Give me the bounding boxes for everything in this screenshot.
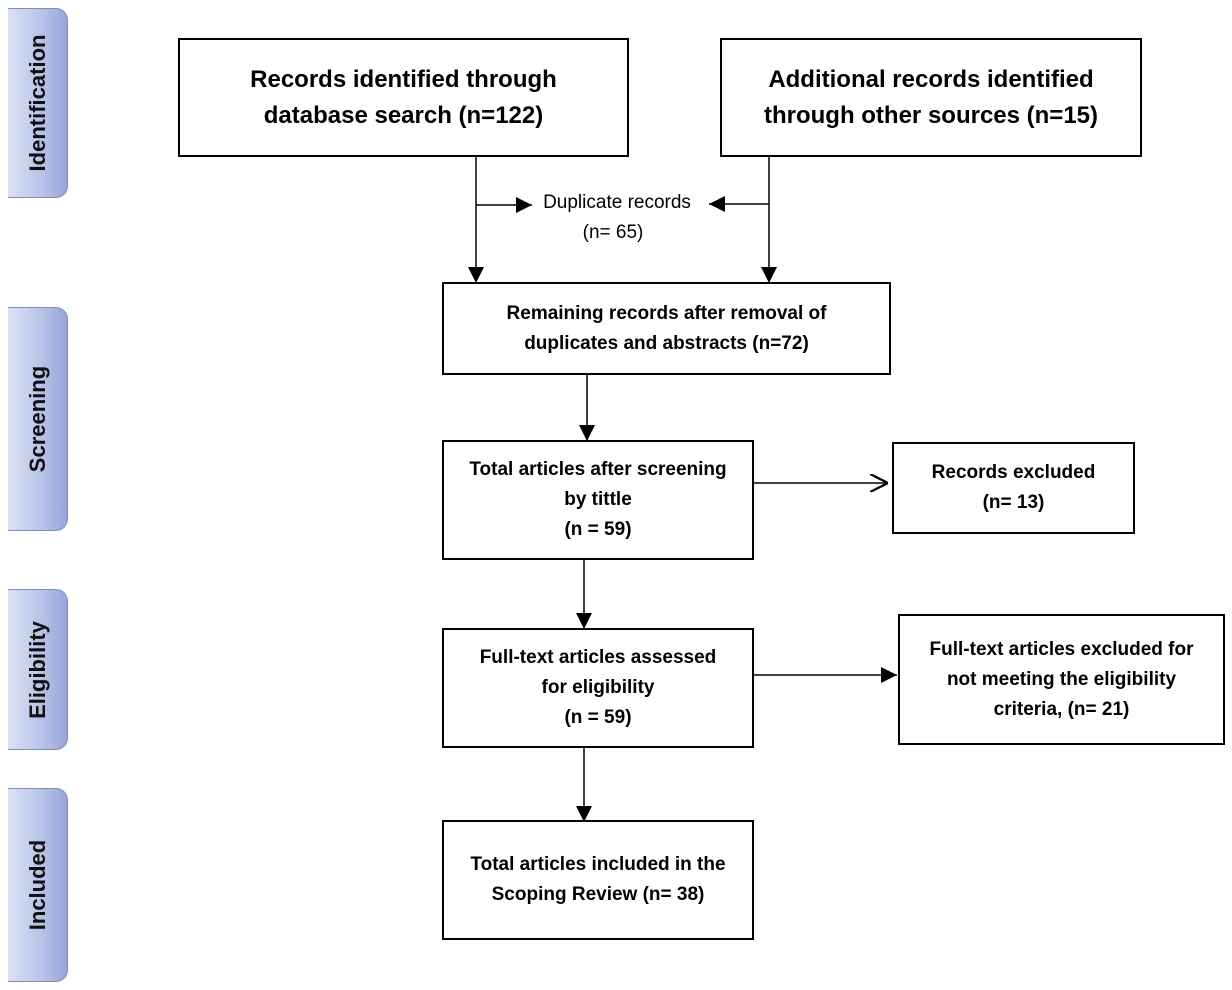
node-screened: Total articles after screening by tittle… bbox=[442, 440, 754, 560]
stage-screening: Screening bbox=[8, 307, 68, 531]
node-duplicates-line-2: (n= 65) bbox=[582, 222, 644, 243]
node-full-text-excluded-line-1: Full-text articles excluded for bbox=[929, 638, 1194, 660]
node-screened-line-2: by tittle bbox=[564, 489, 632, 510]
node-remaining-line-1: Remaining records after removal of bbox=[506, 302, 827, 324]
node-database-search-line-2: database search (n=122) bbox=[263, 101, 544, 129]
node-full-text-excluded: Full-text articles excluded for not meet… bbox=[898, 614, 1225, 745]
node-remaining: Remaining records after removal of dupli… bbox=[442, 282, 891, 375]
node-full-text: Full-text articles assessed for eligibil… bbox=[442, 628, 754, 748]
node-other-sources-line-2: through other sources (n=15) bbox=[763, 101, 1099, 129]
node-full-text-excluded-line-2: not meeting the eligibility bbox=[946, 668, 1177, 690]
node-records-excluded-line-2: (n= 13) bbox=[982, 492, 1045, 513]
stage-eligibility: Eligibility bbox=[8, 589, 68, 750]
node-duplicates: Duplicate records (n= 65) bbox=[532, 188, 702, 248]
node-screened-line-1: Total articles after screening bbox=[469, 459, 727, 480]
node-full-text-line-1: Full-text articles assessed bbox=[479, 647, 717, 668]
node-records-excluded: Records excluded (n= 13) bbox=[892, 442, 1135, 534]
node-included: Total articles included in the Scoping R… bbox=[442, 820, 754, 940]
node-other-sources: Additional records identified through ot… bbox=[720, 38, 1142, 157]
node-records-excluded-line-1: Records excluded bbox=[931, 462, 1096, 483]
node-remaining-line-2: duplicates and abstracts (n=72) bbox=[524, 332, 809, 354]
node-full-text-line-3: (n = 59) bbox=[564, 707, 632, 728]
node-included-line-2: Scoping Review (n= 38) bbox=[491, 884, 705, 905]
node-included-line-1: Total articles included in the bbox=[470, 854, 726, 875]
stage-included: Included bbox=[8, 788, 68, 982]
node-screened-line-3: (n = 59) bbox=[564, 519, 632, 540]
stage-identification: Identification bbox=[8, 8, 68, 198]
node-database-search: Records identified through database sear… bbox=[178, 38, 629, 157]
node-full-text-line-2: for eligibility bbox=[541, 677, 655, 698]
node-database-search-line-1: Records identified through bbox=[250, 65, 557, 93]
node-other-sources-line-1: Additional records identified bbox=[768, 65, 1094, 93]
node-duplicates-line-1: Duplicate records bbox=[543, 192, 691, 213]
node-full-text-excluded-line-3: criteria, (n= 21) bbox=[993, 698, 1130, 720]
